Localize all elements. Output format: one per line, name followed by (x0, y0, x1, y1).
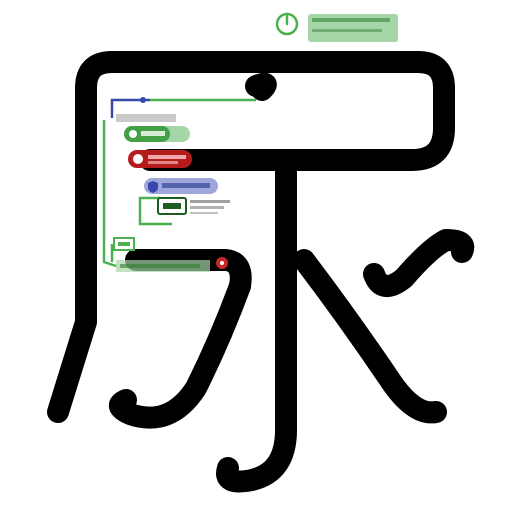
header-badge (275, 12, 398, 42)
inner-left-stroke (109, 275, 251, 429)
node-icon (129, 130, 137, 138)
node-blue-pill[interactable] (144, 178, 218, 194)
right-diagonal-stroke (293, 249, 447, 424)
node-dark-box[interactable] (157, 197, 230, 215)
green-trunk (102, 120, 117, 268)
blue-junction (140, 97, 146, 103)
node-green-box[interactable] (113, 237, 135, 251)
blue-connector (110, 98, 150, 118)
frame-stroke (47, 51, 455, 423)
alert-icon (133, 154, 143, 164)
top-hook-stroke (245, 72, 277, 101)
node-red-pill[interactable] (128, 150, 192, 168)
node-bottom-bar[interactable] (116, 257, 228, 272)
node-gray-1 (116, 114, 176, 122)
node-green-pill[interactable] (124, 126, 190, 142)
green-branch-to-node (138, 196, 172, 226)
right-squiggle-stroke (363, 229, 475, 297)
shield-icon (148, 181, 158, 193)
flow-lines (102, 98, 256, 268)
center-stem-stroke (216, 149, 297, 493)
